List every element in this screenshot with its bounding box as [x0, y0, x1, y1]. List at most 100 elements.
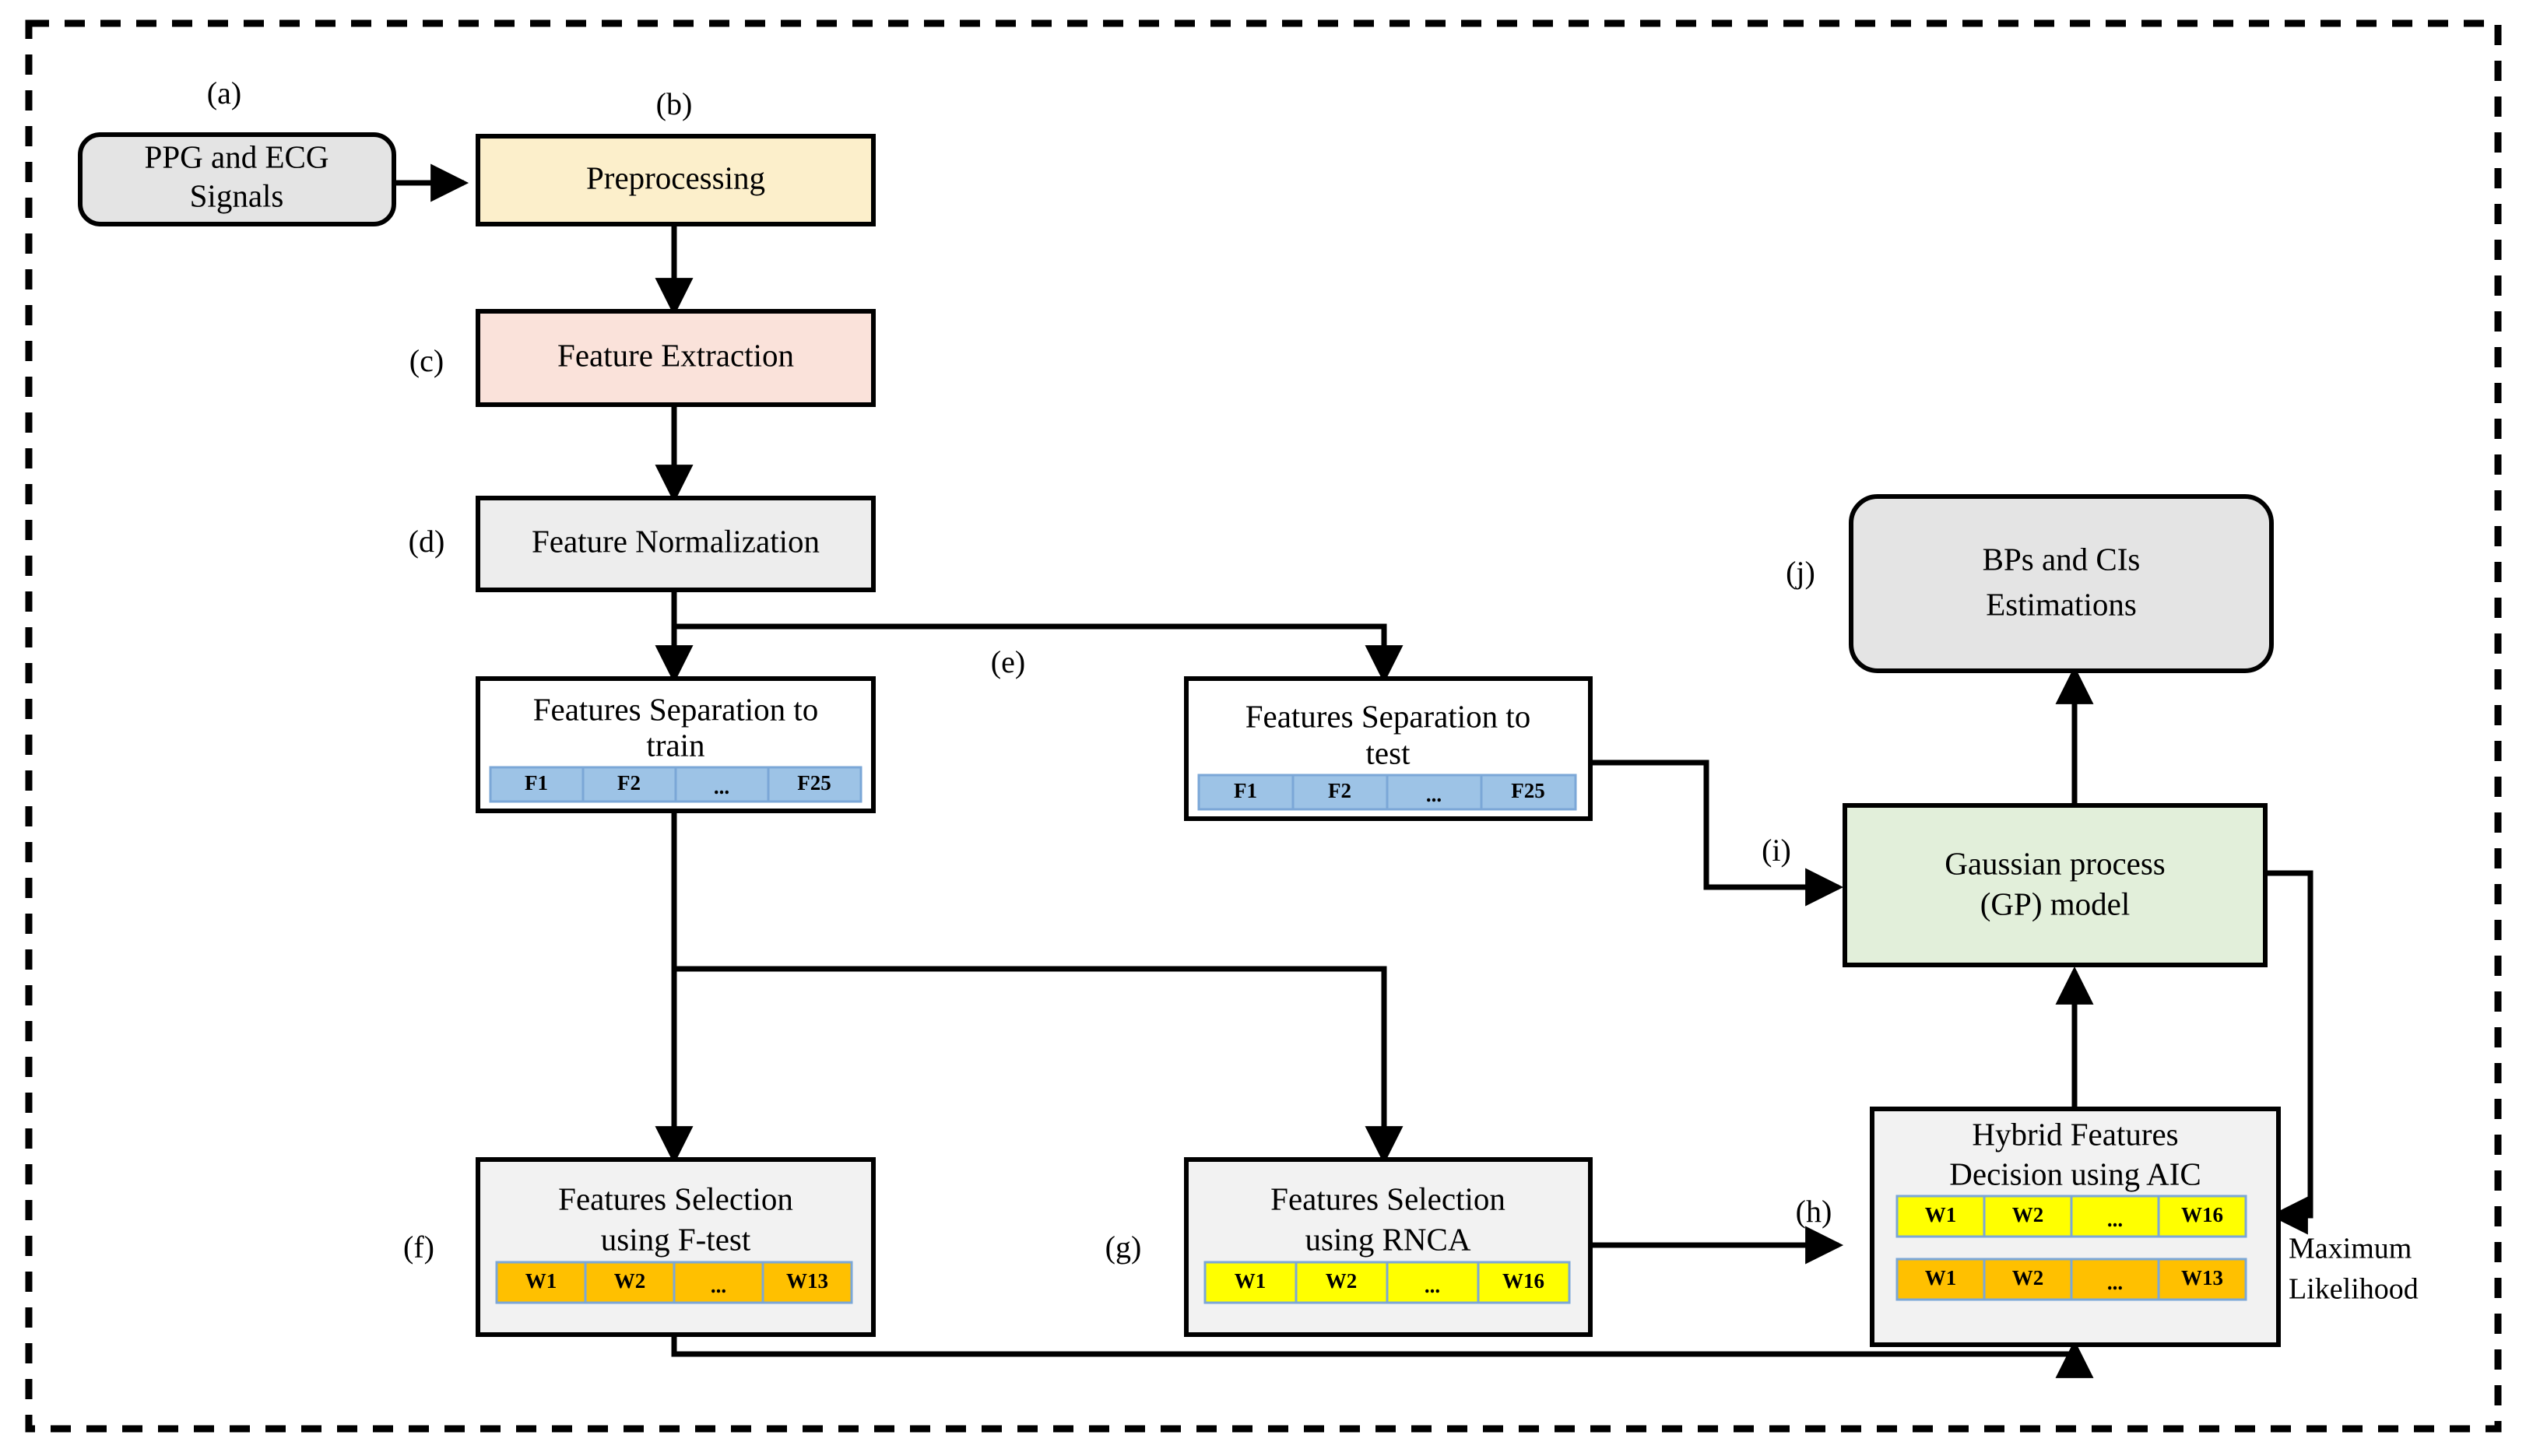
estimations-label-line2: Estimations [1986, 586, 2137, 622]
cell-label: F2 [1328, 779, 1351, 802]
table-cell[interactable] [584, 1261, 676, 1304]
node-signals[interactable]: PPG and ECG Signals [78, 132, 396, 226]
cell-label: W2 [2012, 1266, 2044, 1289]
cell-label: F2 [617, 771, 641, 795]
signals-label-line1: PPG and ECG [145, 139, 329, 174]
step-tag-c: (c) [409, 343, 444, 378]
table-cell[interactable] [1895, 1195, 1986, 1238]
signals-box[interactable] [78, 132, 396, 226]
table-cell[interactable] [1477, 1261, 1571, 1304]
cell-label: W13 [786, 1269, 828, 1293]
table-cell[interactable] [2157, 1258, 2247, 1301]
table-cell[interactable] [673, 1261, 764, 1304]
gp-model-box[interactable] [1843, 803, 2268, 967]
maximum-likelihood-line2: Likelihood [2289, 1273, 2419, 1306]
cell-label: F1 [1234, 779, 1257, 802]
cell-label: W16 [2181, 1203, 2223, 1226]
diagram-frame [25, 19, 2502, 1433]
cell-label: ... [1426, 783, 1442, 806]
estimations-label-line1: BPs and CIs [1983, 541, 2141, 577]
connector-test-to-gp [1590, 760, 1844, 907]
cell-label: F25 [797, 771, 831, 795]
feature-extraction-box[interactable] [476, 309, 876, 407]
step-tag-e: (e) [991, 644, 1025, 679]
table-cell[interactable] [495, 1261, 587, 1304]
step-tag-d: (d) [409, 524, 445, 559]
node-selection-ftest[interactable]: Features Selection using F-test W1 W2 ..… [476, 1157, 876, 1337]
separation-train-label-line2: train [646, 727, 704, 763]
node-gp-model[interactable]: Gaussian process (GP) model [1843, 803, 2268, 967]
cell-label: ... [2107, 1271, 2123, 1294]
maximum-likelihood-label: Maximum Likelihood [2289, 1233, 2419, 1306]
table-cell[interactable] [2157, 1195, 2247, 1238]
feature-normalization-label: Feature Normalization [532, 523, 820, 559]
step-tag-h: (h) [1796, 1194, 1832, 1229]
cell-label: W2 [1326, 1269, 1358, 1293]
step-tag-a: (a) [207, 75, 241, 111]
connector-gp-feedback-to-hybrid [2265, 870, 2313, 1235]
table-cell[interactable] [1983, 1195, 2073, 1238]
preprocessing-label: Preprocessing [586, 160, 765, 195]
node-feature-extraction[interactable]: Feature Extraction [476, 309, 876, 407]
selection-rnca-box[interactable] [1184, 1157, 1593, 1337]
hybrid-yellow-cells: W1 W2 ... W16 [1895, 1195, 2247, 1238]
table-cell[interactable] [581, 766, 677, 803]
gp-model-label-line2: (GP) model [1980, 886, 2130, 921]
node-feature-normalization[interactable]: Feature Normalization [476, 496, 876, 592]
step-tag-j: (j) [1786, 555, 1815, 590]
cell-label: F1 [525, 771, 548, 795]
separation-test-label-line2: test [1366, 735, 1411, 770]
node-estimations[interactable]: BPs and CIs Estimations [1849, 494, 2274, 673]
selection-ftest-box[interactable] [476, 1157, 876, 1337]
cell-label: W16 [1502, 1269, 1544, 1293]
node-separation-train[interactable]: Features Separation to train F1 F2 ... F… [476, 676, 876, 813]
node-preprocessing[interactable]: Preprocessing [476, 134, 876, 226]
table-cell[interactable] [761, 1261, 853, 1304]
connector-layer [394, 163, 2313, 1378]
cell-label: W1 [1925, 1203, 1957, 1226]
step-tag-g: (g) [1105, 1230, 1142, 1265]
step-tag-i: (i) [1762, 833, 1791, 868]
table-cell[interactable] [2070, 1258, 2160, 1301]
selection-ftest-label-line2: using F-test [601, 1221, 751, 1257]
cell-label: ... [1425, 1274, 1440, 1297]
estimations-box[interactable] [1849, 494, 2274, 673]
hybrid-label-line1: Hybrid Features [1972, 1116, 2178, 1152]
cell-label: W1 [525, 1269, 557, 1293]
node-hybrid-features[interactable]: Hybrid Features Decision using AIC W1 W2… [1870, 1107, 2281, 1347]
cell-label: W2 [614, 1269, 646, 1293]
cell-label: W13 [2181, 1266, 2223, 1289]
preprocessing-box[interactable] [476, 134, 876, 226]
cell-label: W1 [1235, 1269, 1267, 1293]
table-cell[interactable] [1895, 1258, 1986, 1301]
selection-ftest-label-line1: Features Selection [558, 1181, 793, 1216]
hybrid-orange-cells: W1 W2 ... W13 [1895, 1258, 2247, 1301]
feature-extraction-label: Feature Extraction [557, 337, 794, 373]
train-feature-cells: F1 F2 ... F25 [489, 766, 862, 803]
cell-label: F25 [1511, 779, 1545, 802]
connector-ftest-to-hybrid [671, 1335, 2094, 1378]
table-cell[interactable] [1203, 1261, 1298, 1304]
hybrid-label-line2: Decision using AIC [1949, 1156, 2201, 1191]
selection-rnca-label-line2: using RNCA [1305, 1221, 1470, 1257]
selection-rnca-label-line1: Features Selection [1270, 1181, 1505, 1216]
connector-normalization-to-test [674, 623, 1404, 684]
cell-label: ... [2107, 1208, 2123, 1231]
node-separation-test[interactable]: Features Separation to test F1 F2 ... F2… [1184, 676, 1593, 821]
connector-train-to-rnca [674, 966, 1404, 1165]
table-cell[interactable] [1386, 774, 1483, 811]
cell-label: ... [711, 1274, 726, 1297]
table-cell[interactable] [1983, 1258, 2073, 1301]
table-cell[interactable] [767, 766, 862, 803]
node-selection-rnca[interactable]: Features Selection using RNCA W1 W2 ... … [1184, 1157, 1593, 1337]
test-feature-cells: F1 F2 ... F25 [1197, 774, 1577, 811]
cell-label: W2 [2012, 1203, 2044, 1226]
feature-normalization-box[interactable] [476, 496, 876, 592]
maximum-likelihood-line1: Maximum [2289, 1233, 2412, 1265]
separation-test-label-line1: Features Separation to [1245, 698, 1531, 734]
step-tag-f: (f) [403, 1230, 434, 1265]
table-cell[interactable] [1480, 774, 1577, 811]
table-cell[interactable] [1197, 774, 1295, 811]
